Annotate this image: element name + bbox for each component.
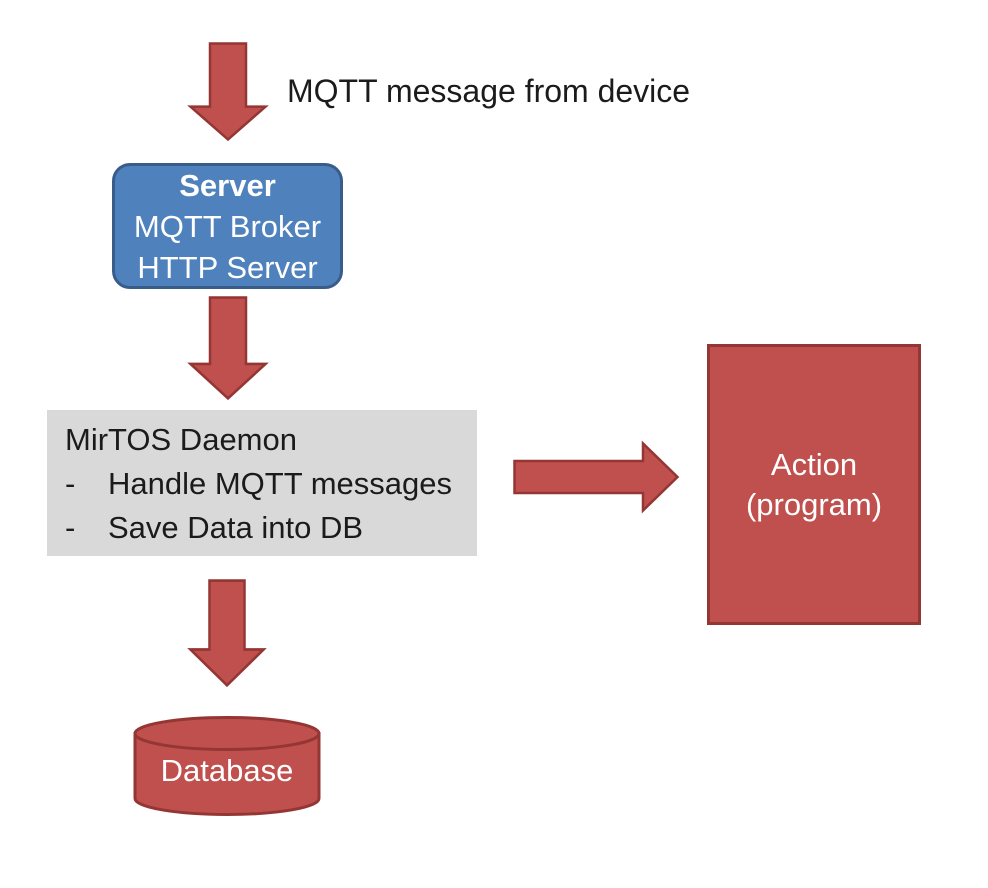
arrow-down-server-to-daemon-icon (187, 296, 269, 401)
action-box-line2: (program) (745, 486, 883, 522)
action-box: Action (program) (707, 344, 921, 625)
arrow-down-daemon-to-database-icon (187, 579, 267, 688)
bullet-dash: - (65, 510, 76, 545)
cylinder-top (133, 716, 321, 751)
daemon-box-title: MirTOS Daemon (65, 422, 297, 457)
arrow-right-daemon-to-action-icon (513, 440, 680, 514)
daemon-bullet-row: - Handle MQTT messages (65, 462, 477, 506)
arrow-down-shape (187, 42, 269, 142)
arrow-right-shape (513, 440, 680, 514)
daemon-box: MirTOS Daemon - Handle MQTT messages - S… (47, 410, 477, 556)
arrow-down-shape (187, 579, 267, 688)
server-box-line-http-server: HTTP Server (137, 249, 318, 285)
daemon-bullet-handle-mqtt: Handle MQTT messages (108, 466, 452, 501)
bullet-dash: - (65, 466, 76, 501)
daemon-bullet-save-data: Save Data into DB (108, 510, 364, 545)
server-box-line-mqtt-broker: MQTT Broker (133, 208, 322, 244)
server-box-title: Server (179, 167, 276, 203)
database-cylinder-icon (133, 716, 321, 816)
action-box-line1: Action (770, 446, 858, 482)
cylinder-body (133, 732, 321, 816)
database-label: Database (160, 753, 294, 788)
mqtt-message-label: MQTT message from device (287, 73, 691, 109)
server-box: Server MQTT Broker HTTP Server (112, 163, 343, 289)
arrow-down-device-to-server-icon (187, 42, 269, 142)
arrow-down-shape (187, 296, 269, 401)
daemon-bullet-row: - Save Data into DB (65, 506, 477, 550)
